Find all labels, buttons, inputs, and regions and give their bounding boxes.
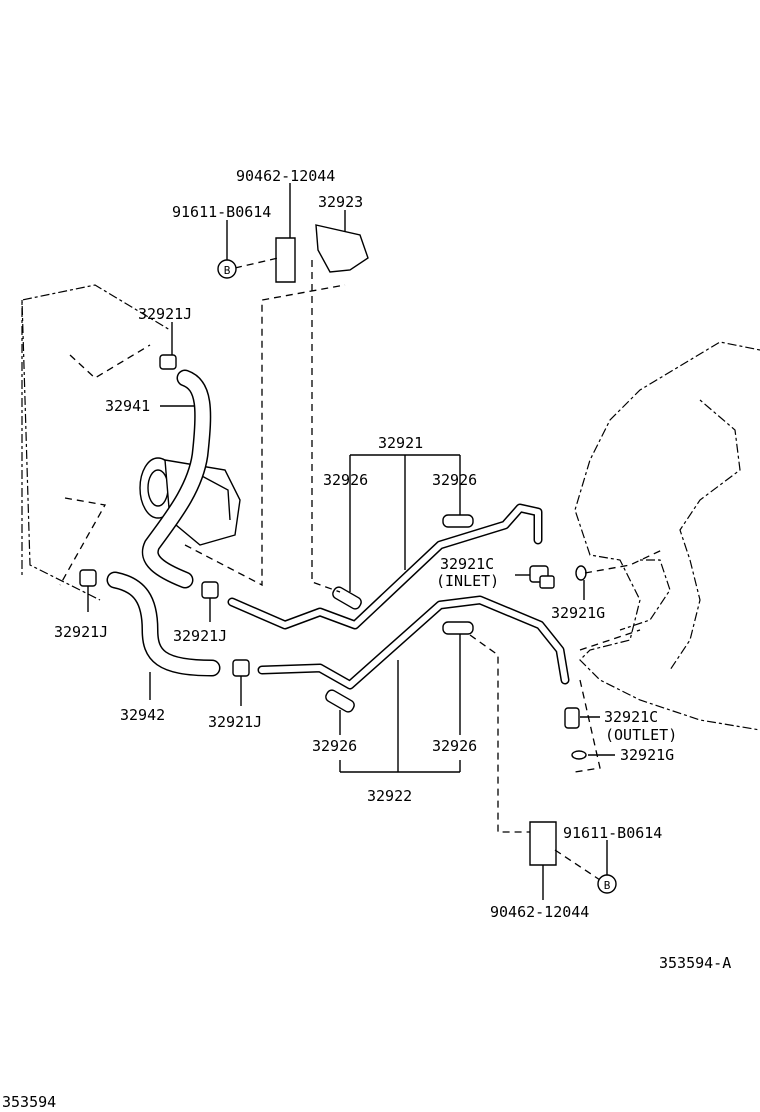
callout-b-top: B [217,259,237,279]
bottom-clamp [469,634,601,881]
leader-lines [87,183,615,900]
figure-code: 353594-A [659,954,731,972]
label-clamp-bolt-top: 90462-12044 [236,167,335,185]
label-union-inlet-note: (INLET) [436,572,499,590]
label-union-inlet: 32921C [440,555,494,573]
label-gasket-outlet: 32921G [620,746,674,764]
clamps-j [79,354,250,677]
svg-text:B: B [604,879,611,892]
label-clamp-j-mid: 32921J [173,627,227,645]
label-hose-upper: 32941 [105,397,150,415]
cushions [325,514,474,713]
compressor [139,284,346,587]
engine-outline [574,341,760,731]
label-cushion-lower-left: 32926 [312,737,357,755]
label-union-outlet-note: (OUTLET) [605,726,677,744]
svg-text:B: B [224,264,231,277]
label-clamp-j-left: 32921J [54,623,108,641]
label-bracket: 32923 [318,193,363,211]
label-cushion-lower-right: 32926 [432,737,477,755]
label-clamp-j-lower: 32921J [208,713,262,731]
label-gasket-inlet: 32921G [551,604,605,622]
unions [529,549,663,773]
tank-outline [21,284,171,601]
label-cushion-upper-right: 32926 [432,471,477,489]
pipe-upper [227,503,543,630]
pipe-lower [257,595,570,690]
label-pipe-set-lower: 32922 [367,787,412,805]
label-clamp-bolt-bottom: 90462-12044 [490,903,589,921]
hose-lower [106,571,221,677]
label-bolt-bottom: 91611-B0614 [563,824,662,842]
label-hose-lower: 32942 [120,706,165,724]
hose-upper [141,369,212,589]
label-union-outlet: 32921C [604,708,658,726]
label-bolt-top: 91611-B0614 [172,203,271,221]
label-pipe-set-upper: 32921 [378,434,423,452]
label-cushion-upper-left: 32926 [323,471,368,489]
callout-b-bottom: B [597,874,617,894]
label-clamp-j-top: 32921J [138,305,192,323]
page-code: 353594 [2,1093,56,1111]
top-bracket [234,224,369,593]
